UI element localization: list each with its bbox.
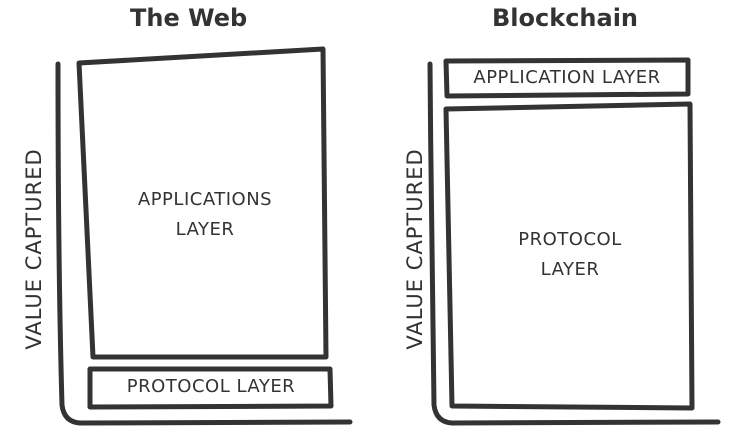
left-protocol-box (87, 366, 334, 410)
right-protocol-label-line2: LAYER (540, 259, 600, 280)
panel-title-web: The Web (130, 4, 248, 32)
left-applications-label-line1: APPLICATIONS (137, 189, 273, 210)
left-axis (55, 61, 353, 426)
panel-title-blockchain: Blockchain (492, 4, 639, 32)
right-application-box (443, 57, 691, 99)
right-protocol-label-line1: PROTOCOL (518, 229, 622, 250)
left-applications-box (76, 46, 329, 360)
right-protocol-label: PROTOCOL LAYER (470, 225, 670, 285)
left-axis-label: VALUE CAPTURED (22, 148, 46, 350)
right-axis (427, 61, 721, 426)
right-protocol-box (443, 101, 695, 411)
left-protocol-label: PROTOCOL LAYER (126, 376, 296, 397)
left-applications-label-line2: LAYER (175, 219, 235, 240)
right-axis-label: VALUE CAPTURED (403, 148, 427, 350)
right-application-label: APPLICATION LAYER (473, 67, 661, 88)
left-applications-label: APPLICATIONS LAYER (100, 185, 310, 245)
